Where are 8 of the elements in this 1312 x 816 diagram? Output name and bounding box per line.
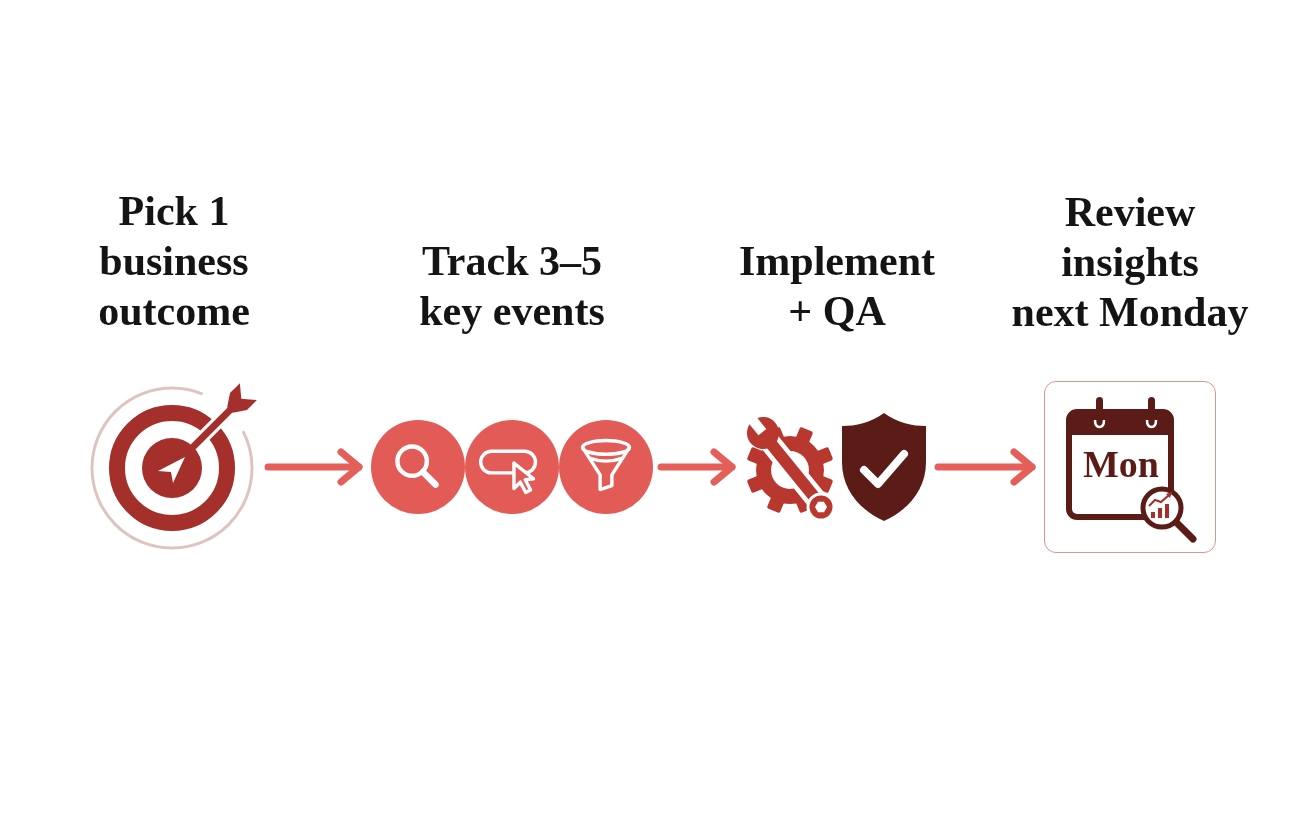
calendar-day-text: Mon [1083,442,1159,486]
step-heading: Pick 1 business outcome [98,187,250,336]
arrow [934,448,1036,486]
step-heading: Track 3–5 key events [419,237,605,336]
step-heading: Implement + QA [739,237,935,336]
arrow [657,448,736,486]
step-heading: Review insights next Monday [1011,188,1249,337]
arrow [264,448,363,486]
